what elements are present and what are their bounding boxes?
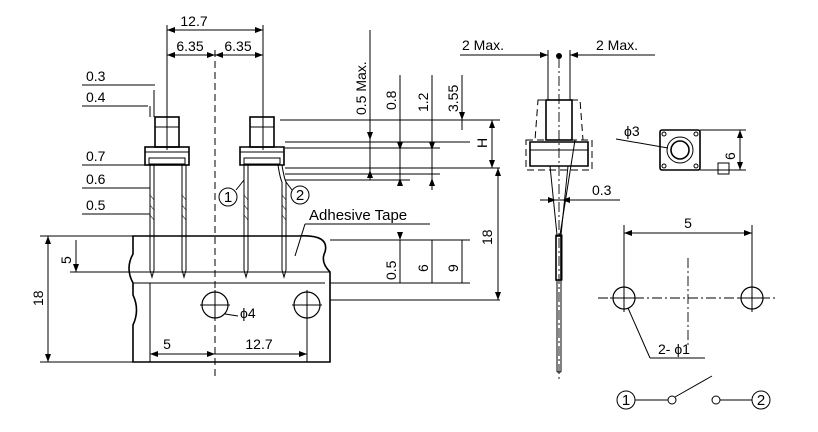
dim-5-tape: 5 [58, 256, 74, 264]
schematic-pin-2 [751, 390, 771, 410]
schematic-pin-1-label: 1 [622, 392, 630, 409]
dim-H: H [474, 138, 490, 148]
dim-0-4: 0.4 [86, 89, 106, 105]
dim-0-8: 0.8 [383, 90, 399, 110]
pin-2-label: 2 [296, 187, 304, 204]
pin-1-label: 1 [224, 189, 232, 206]
dim-2max-left: 2 Max. [462, 37, 504, 53]
dim-6-top: 6 [722, 152, 738, 160]
dim-0-6: 0.6 [86, 171, 106, 187]
dim-6-35-right: 6.35 [224, 38, 251, 54]
dim-3-55: 3.55 [445, 85, 461, 112]
dim-1-2: 1.2 [415, 92, 431, 112]
dim-0-5-left: 0.5 [86, 197, 106, 213]
dim-18-tape: 18 [30, 290, 46, 306]
dim-18-right: 18 [479, 229, 495, 245]
dim-0-3-side: 0.3 [592, 182, 612, 198]
pin-2-marker [290, 185, 310, 205]
dim-0-3-top: 0.3 [86, 68, 106, 84]
dim-0-7: 0.7 [86, 148, 106, 164]
dim-0-5-max: 0.5 Max. [353, 61, 369, 115]
dim-phi3: ϕ3 [624, 123, 640, 139]
dim-12-7-top: 12.7 [180, 13, 207, 29]
dim-6-tape: 6 [415, 264, 431, 272]
pcb-layout: 5 2- ϕ1 [598, 215, 778, 359]
dim-2phi1: 2- ϕ1 [658, 341, 690, 357]
dim-6-35-left: 6.35 [176, 38, 203, 54]
schematic-pin-2-label: 2 [757, 392, 765, 409]
dim-12-7-bottom: 12.7 [245, 336, 272, 352]
square-symbol [717, 162, 730, 175]
dim-5-bottom: 5 [163, 336, 171, 352]
dim-0-5-tape: 0.5 [383, 260, 399, 280]
top-view: ϕ3 6 [615, 123, 746, 175]
dim-9-tape: 9 [445, 264, 461, 272]
switch-schematic: 1 2 [616, 375, 771, 410]
front-view: 12.7 6.35 6.35 0.3 0.4 0.7 0.6 0.5 [30, 13, 501, 380]
side-view: 2 Max. 2 Max. 0.3 [460, 37, 655, 380]
adhesive-tape-label: Adhesive Tape [309, 207, 407, 224]
pin-1-marker [218, 187, 238, 207]
dim-phi4: ϕ4 [240, 305, 256, 321]
dim-5-pcb: 5 [684, 215, 692, 231]
dim-2max-right: 2 Max. [596, 37, 638, 53]
